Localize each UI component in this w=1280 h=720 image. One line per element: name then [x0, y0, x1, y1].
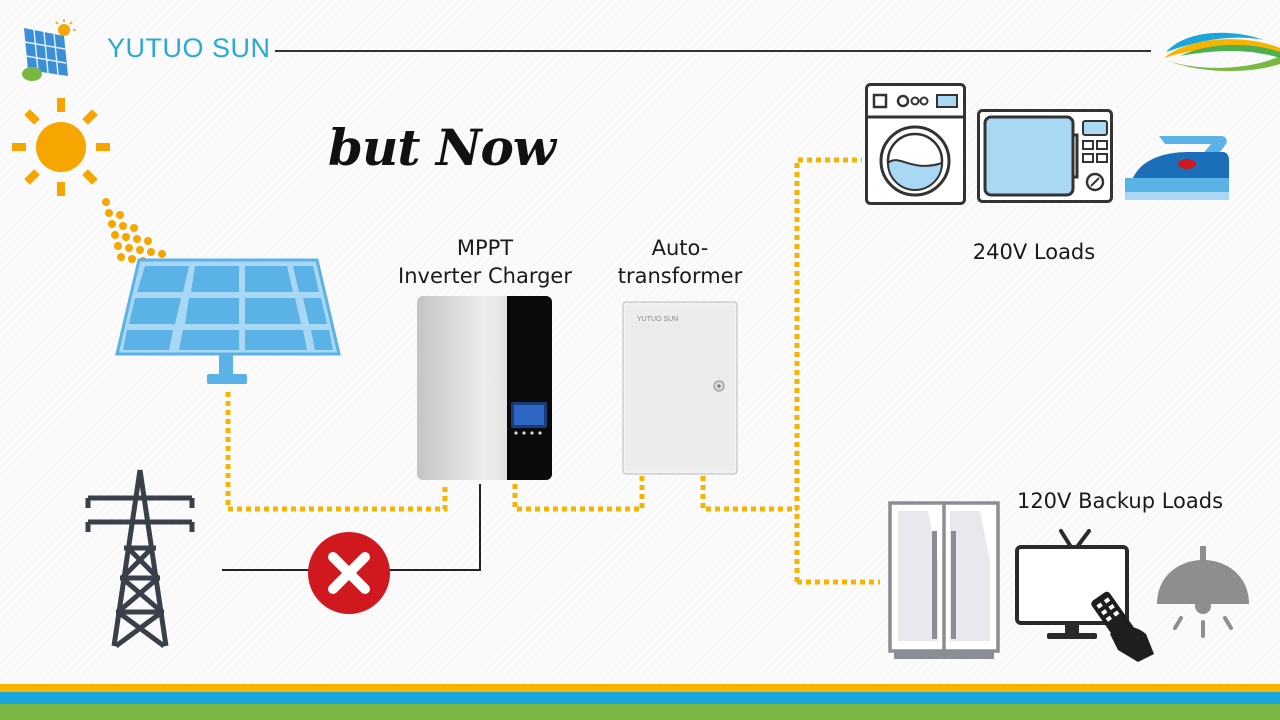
autotransformer-label-line2: transformer [617, 264, 743, 288]
autotransformer-unit [622, 301, 738, 475]
remote-control-hand-icon [1090, 590, 1156, 664]
inverter-to-autotransformer-wire [512, 476, 645, 512]
microwave-icon [977, 109, 1113, 203]
grid-to-inverter-line [222, 484, 481, 571]
bus-to-240v-loads-wire [794, 157, 862, 582]
inverter-label-line2: Inverter Charger [398, 264, 572, 288]
brand-logo-icon [18, 18, 78, 82]
autotransformer-to-loads-wire [700, 476, 797, 512]
power-tower-icon [84, 468, 196, 649]
headline: but Now [328, 118, 556, 177]
autotransformer-brand-label: YUTUO SUN [637, 316, 679, 323]
inverter-unit [417, 296, 552, 480]
sun-icon [12, 98, 110, 196]
x-circle-icon [307, 531, 391, 615]
corner-leaf-logo-icon [1160, 26, 1280, 72]
autotransformer-label-line1: Auto- [651, 236, 709, 260]
pv-to-inverter-wire [225, 392, 448, 512]
120v-backup-loads-label: 120V Backup Loads [1016, 489, 1224, 513]
clothes-iron-icon [1125, 130, 1229, 202]
washing-machine-icon [865, 83, 966, 205]
footer-stripe-yellow [0, 684, 1280, 692]
footer-stripes [0, 684, 1280, 720]
brand-name: YUTUO SUN [107, 33, 271, 63]
refrigerator-icon [888, 501, 1000, 661]
footer-stripe-green [0, 704, 1280, 720]
footer-stripe-blue [0, 692, 1280, 704]
240v-loads-label: 240V Loads [972, 240, 1096, 264]
inverter-label-line1: MPPT [456, 236, 514, 260]
header-divider [275, 50, 1151, 52]
solar-panel-icon [115, 258, 341, 388]
ceiling-lamp-icon [1155, 546, 1251, 646]
